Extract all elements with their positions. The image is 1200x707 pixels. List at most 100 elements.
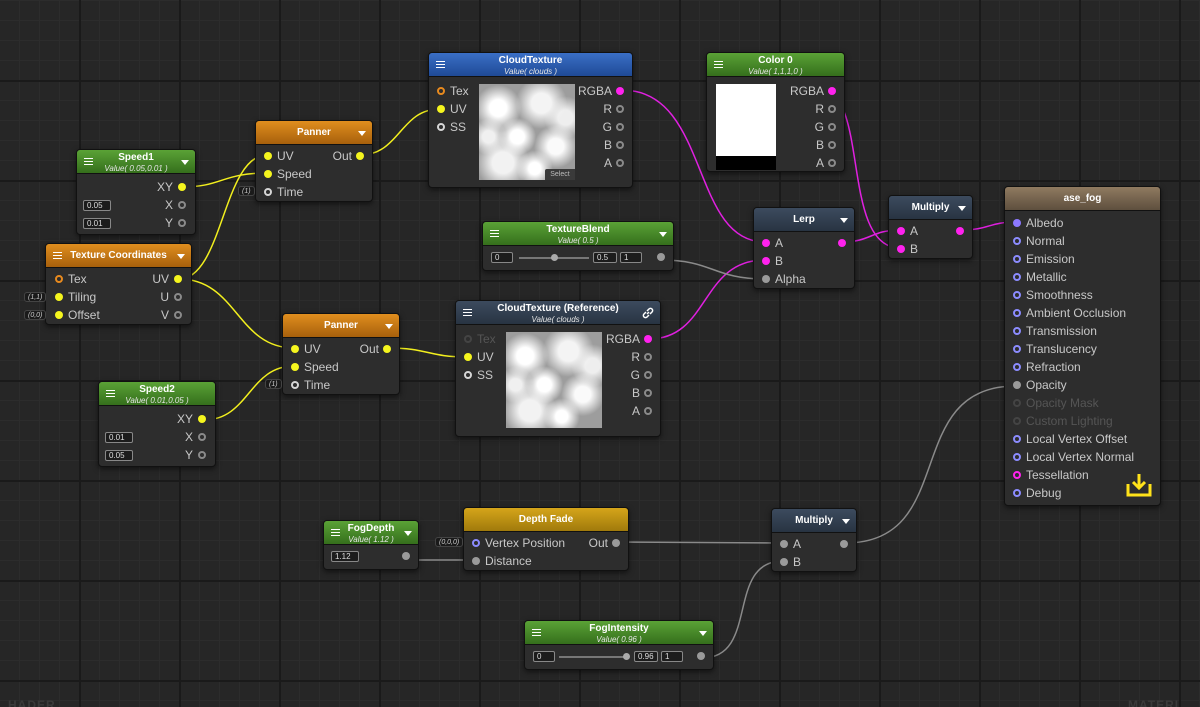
input-port[interactable] <box>1013 273 1021 281</box>
node-panner-header[interactable]: Panner <box>256 121 372 145</box>
output-port[interactable] <box>657 253 665 261</box>
output-port[interactable] <box>383 345 391 353</box>
node-speed1-header[interactable]: Speed1 Value( 0.05,0.01 ) <box>77 150 195 174</box>
node-speed2-header[interactable]: Speed2 Value( 0.01,0.05 ) <box>99 382 215 406</box>
input-port[interactable] <box>472 539 480 547</box>
output-port[interactable] <box>616 105 624 113</box>
output-port[interactable] <box>828 87 836 95</box>
output-port[interactable] <box>644 371 652 379</box>
output-port[interactable] <box>616 87 624 95</box>
node-cloud-texture-reference[interactable]: CloudTexture (Reference) Value( clouds )… <box>455 300 661 437</box>
node-panner-2[interactable]: Panner UV Out Speed Time <box>282 313 400 395</box>
input-port[interactable] <box>472 557 480 565</box>
min-field[interactable]: 0 <box>533 651 555 662</box>
input-port[interactable] <box>1013 471 1021 479</box>
texture-preview[interactable] <box>506 332 602 428</box>
dropdown-icon[interactable] <box>177 254 185 259</box>
output-port[interactable] <box>174 311 182 319</box>
input-port[interactable] <box>464 371 472 379</box>
node-depth-fade[interactable]: Depth Fade Vertex Position Out Distance <box>463 507 629 571</box>
output-port[interactable] <box>644 389 652 397</box>
input-port[interactable] <box>1013 309 1021 317</box>
y-value-field[interactable]: 0.05 <box>105 450 133 461</box>
node-lerp-header[interactable]: Lerp <box>754 208 854 232</box>
node-fogintensity-header[interactable]: FogIntensity Value( 0.96 ) <box>525 621 713 645</box>
node-fog-intensity[interactable]: FogIntensity Value( 0.96 ) 0 0.96 1 <box>524 620 714 670</box>
output-port[interactable] <box>956 227 964 235</box>
max-field[interactable]: 1 <box>620 252 642 263</box>
node-texture-coordinates[interactable]: Texture Coordinates Tex UV Tiling U Offs… <box>45 243 192 325</box>
menu-icon[interactable] <box>84 158 93 165</box>
input-port[interactable] <box>55 311 63 319</box>
output-port[interactable] <box>612 539 620 547</box>
output-port[interactable] <box>178 219 186 227</box>
max-field[interactable]: 1 <box>661 651 683 662</box>
texture-preview[interactable]: Select <box>479 84 575 180</box>
x-value-field[interactable]: 0.01 <box>105 432 133 443</box>
output-port[interactable] <box>644 353 652 361</box>
input-port[interactable] <box>1013 381 1021 389</box>
dropdown-icon[interactable] <box>840 218 848 223</box>
input-port[interactable] <box>762 257 770 265</box>
node-texture-blend[interactable]: TextureBlend Value( 0.5 ) 0 0.5 1 <box>482 221 674 271</box>
input-port[interactable] <box>1013 363 1021 371</box>
value-field[interactable]: 0.5 <box>593 252 617 263</box>
input-port[interactable] <box>762 239 770 247</box>
dropdown-icon[interactable] <box>385 324 393 329</box>
menu-icon[interactable] <box>331 529 340 536</box>
node-fogdepth-header[interactable]: FogDepth Value( 1.12 ) <box>324 521 418 545</box>
input-port[interactable] <box>897 227 905 235</box>
output-port[interactable] <box>616 141 624 149</box>
dropdown-icon[interactable] <box>181 160 189 165</box>
download-icon[interactable] <box>1125 472 1153 498</box>
node-output-header[interactable]: ase_fog <box>1005 187 1160 211</box>
menu-icon[interactable] <box>532 629 541 636</box>
node-fog-depth[interactable]: FogDepth Value( 1.12 ) 1.12 <box>323 520 419 570</box>
node-speed1[interactable]: Speed1 Value( 0.05,0.01 ) XY 0.05 X 0.01… <box>76 149 196 235</box>
input-port[interactable] <box>1013 489 1021 497</box>
menu-icon[interactable] <box>53 252 62 259</box>
time-default-value[interactable]: (1) <box>265 379 282 389</box>
input-port[interactable] <box>762 275 770 283</box>
value-field[interactable]: 1.12 <box>331 551 359 562</box>
input-port[interactable] <box>1013 237 1021 245</box>
input-port[interactable] <box>1013 219 1021 227</box>
output-port[interactable] <box>616 159 624 167</box>
node-multiply-2[interactable]: Multiply A B <box>771 508 857 572</box>
slider-track[interactable] <box>559 656 629 658</box>
dropdown-icon[interactable] <box>404 531 412 536</box>
output-port[interactable] <box>174 275 182 283</box>
input-port[interactable] <box>437 105 445 113</box>
menu-icon[interactable] <box>490 230 499 237</box>
output-port[interactable] <box>644 335 652 343</box>
output-port[interactable] <box>838 239 846 247</box>
y-value-field[interactable]: 0.01 <box>83 218 111 229</box>
input-port[interactable] <box>897 245 905 253</box>
input-port[interactable] <box>1013 399 1021 407</box>
dropdown-icon[interactable] <box>958 206 966 211</box>
dropdown-icon[interactable] <box>699 631 707 636</box>
output-port[interactable] <box>178 201 186 209</box>
vertex-position-default[interactable]: (0,0,0) <box>435 537 464 547</box>
output-port[interactable] <box>198 451 206 459</box>
input-port[interactable] <box>464 335 472 343</box>
output-port[interactable] <box>840 540 848 548</box>
input-port[interactable] <box>1013 291 1021 299</box>
node-color-header[interactable]: Color 0 Value( 1,1,1,0 ) <box>707 53 844 77</box>
input-port[interactable] <box>1013 417 1021 425</box>
input-port[interactable] <box>291 381 299 389</box>
slider-knob[interactable] <box>550 254 558 261</box>
min-field[interactable]: 0 <box>491 252 513 263</box>
output-port[interactable] <box>178 183 186 191</box>
slider-knob[interactable] <box>622 653 630 660</box>
input-port[interactable] <box>264 188 272 196</box>
input-port[interactable] <box>55 275 63 283</box>
output-port[interactable] <box>697 652 705 660</box>
input-port[interactable] <box>437 123 445 131</box>
select-button[interactable]: Select <box>545 169 575 180</box>
output-port[interactable] <box>828 141 836 149</box>
node-lerp[interactable]: Lerp A B Alpha <box>753 207 855 289</box>
node-cloud-texture-header[interactable]: CloudTexture Value( clouds ) <box>429 53 632 77</box>
input-port[interactable] <box>264 152 272 160</box>
